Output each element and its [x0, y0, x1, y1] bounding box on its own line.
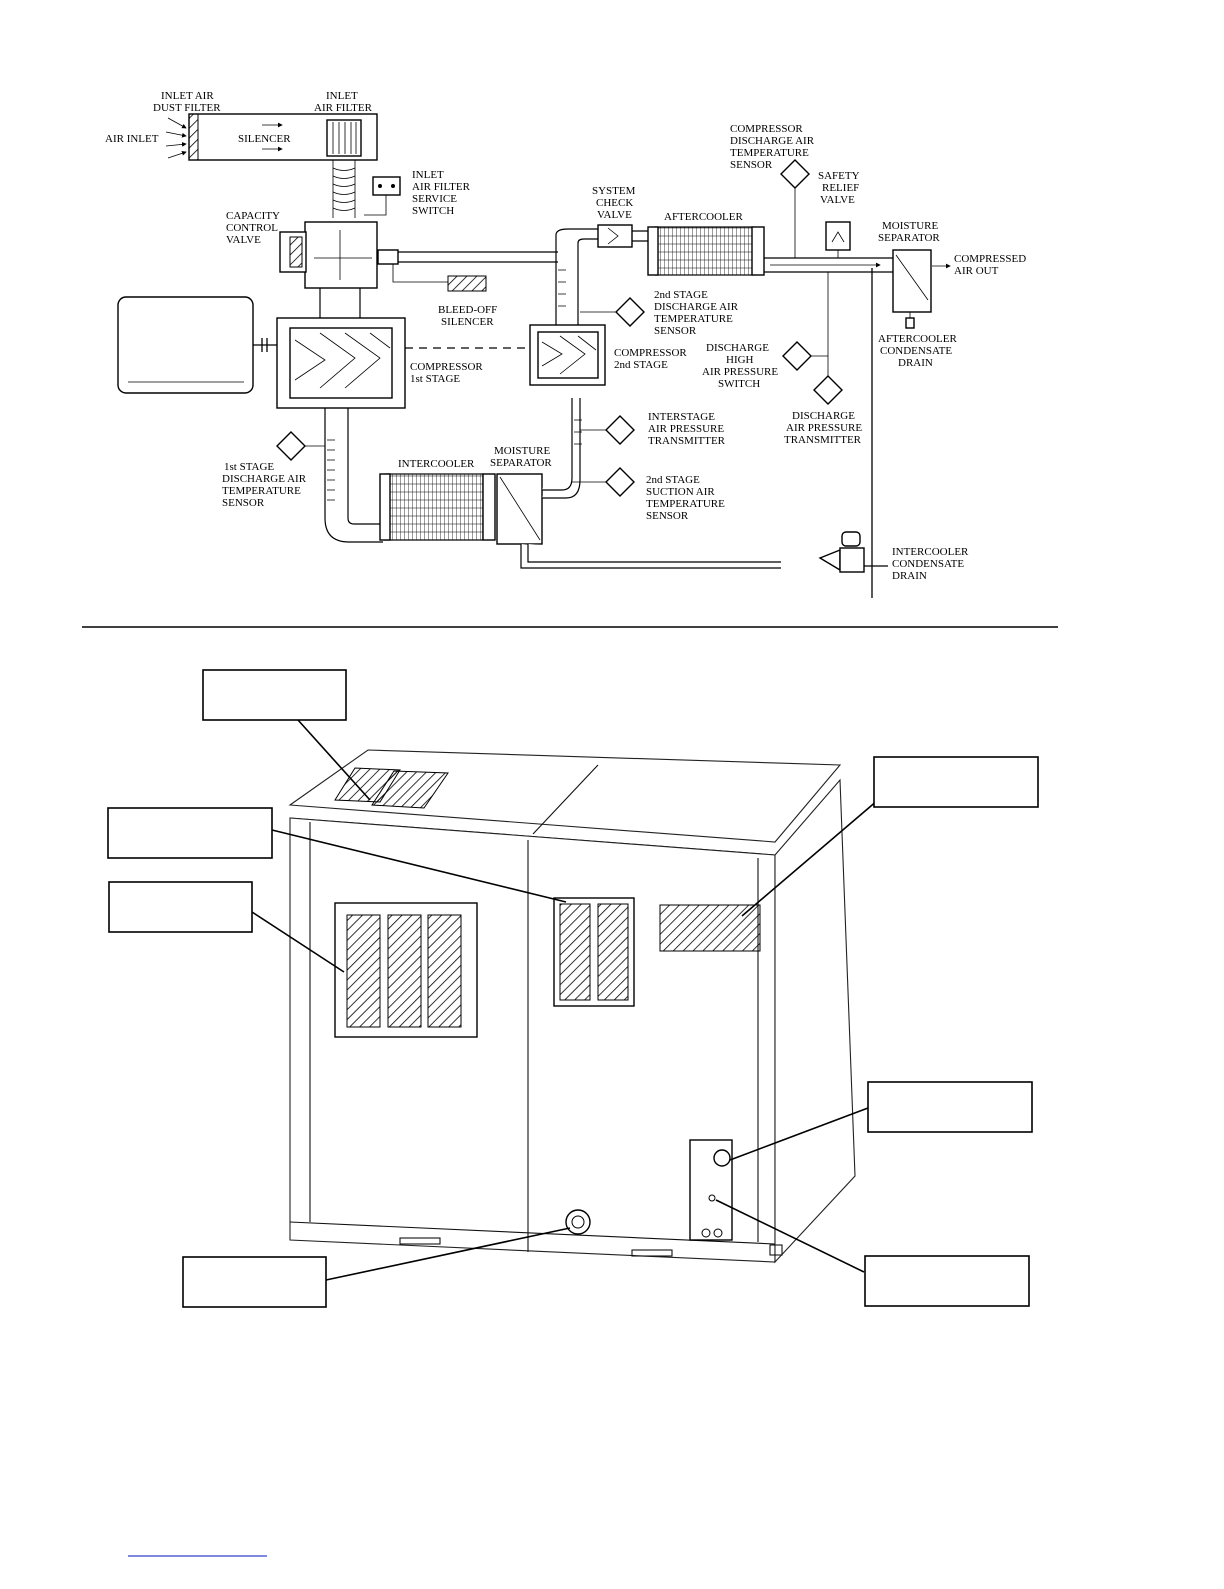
right-grille-panel — [659, 904, 761, 952]
label-air-inlet: AIR INLET — [105, 133, 159, 145]
bleed-off-silencer — [447, 275, 487, 292]
service-switch-box — [372, 176, 401, 196]
air-outlet-port — [713, 1149, 731, 1167]
enclosure-illustration — [288, 749, 856, 1264]
safety-relief-valve — [825, 221, 851, 251]
callout-box-2 — [107, 807, 273, 859]
intercooler-drain-solenoid — [839, 547, 865, 573]
air-inlet-arrows — [165, 117, 187, 159]
instrument-diamonds — [276, 159, 843, 497]
system-check-valve — [597, 224, 633, 248]
label-silencer: SILENCER — [238, 133, 291, 145]
label-intercooler: INTERCOOLER — [398, 458, 475, 470]
interstage-moisture-separator — [496, 473, 543, 545]
aftercooler-core — [654, 226, 754, 276]
enclosure-side — [774, 778, 856, 1264]
callout-box-4 — [873, 756, 1039, 808]
inlet-bellows — [332, 160, 356, 218]
intercooler-core — [384, 473, 484, 541]
top-vent-2 — [371, 770, 449, 809]
label-aftercooler: AFTERCOOLER — [664, 211, 744, 223]
callout-box-6 — [864, 1255, 1030, 1307]
callout-box-7 — [182, 1256, 327, 1308]
callout-box-5 — [867, 1081, 1033, 1133]
capacity-control-valve-body — [304, 221, 378, 289]
callout-box-1 — [202, 669, 347, 721]
callouts — [107, 669, 1039, 1308]
drive-motor — [117, 296, 254, 394]
inlet-dust-filter — [188, 113, 199, 161]
callout-box-3 — [108, 881, 253, 933]
